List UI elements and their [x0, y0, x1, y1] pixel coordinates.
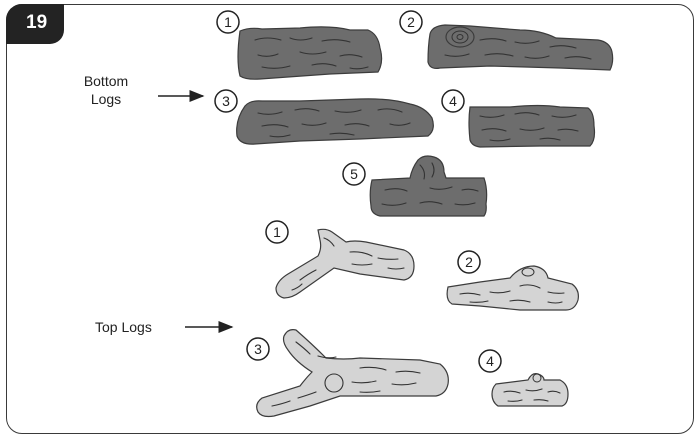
svg-text:5: 5	[350, 166, 358, 182]
bottom-log-5-number: 5	[343, 163, 365, 185]
top-log-4	[492, 374, 568, 406]
bottom-log-3-number: 3	[215, 90, 237, 112]
top-log-3	[257, 330, 449, 417]
svg-text:1: 1	[273, 224, 281, 240]
bottom-log-2-number: 2	[400, 11, 422, 33]
svg-text:2: 2	[465, 254, 473, 270]
top-log-2-number: 2	[458, 251, 480, 273]
bottom-log-2	[428, 25, 613, 70]
bottom-log-4	[469, 106, 595, 148]
bottom-log-5	[370, 156, 486, 216]
bottom-log-3	[237, 99, 434, 144]
bottom-log-1-number: 1	[217, 11, 239, 33]
svg-text:3: 3	[222, 93, 230, 109]
svg-text:1: 1	[224, 14, 232, 30]
top-log-3-number: 3	[247, 338, 269, 360]
bottom-log-1	[238, 27, 382, 79]
svg-text:4: 4	[486, 353, 494, 369]
top-log-4-number: 4	[479, 350, 501, 372]
svg-text:3: 3	[254, 341, 262, 357]
svg-text:4: 4	[449, 93, 457, 109]
top-log-1-number: 1	[266, 221, 288, 243]
bottom-log-4-number: 4	[442, 90, 464, 112]
top-log-1	[276, 229, 414, 298]
svg-text:2: 2	[407, 14, 415, 30]
